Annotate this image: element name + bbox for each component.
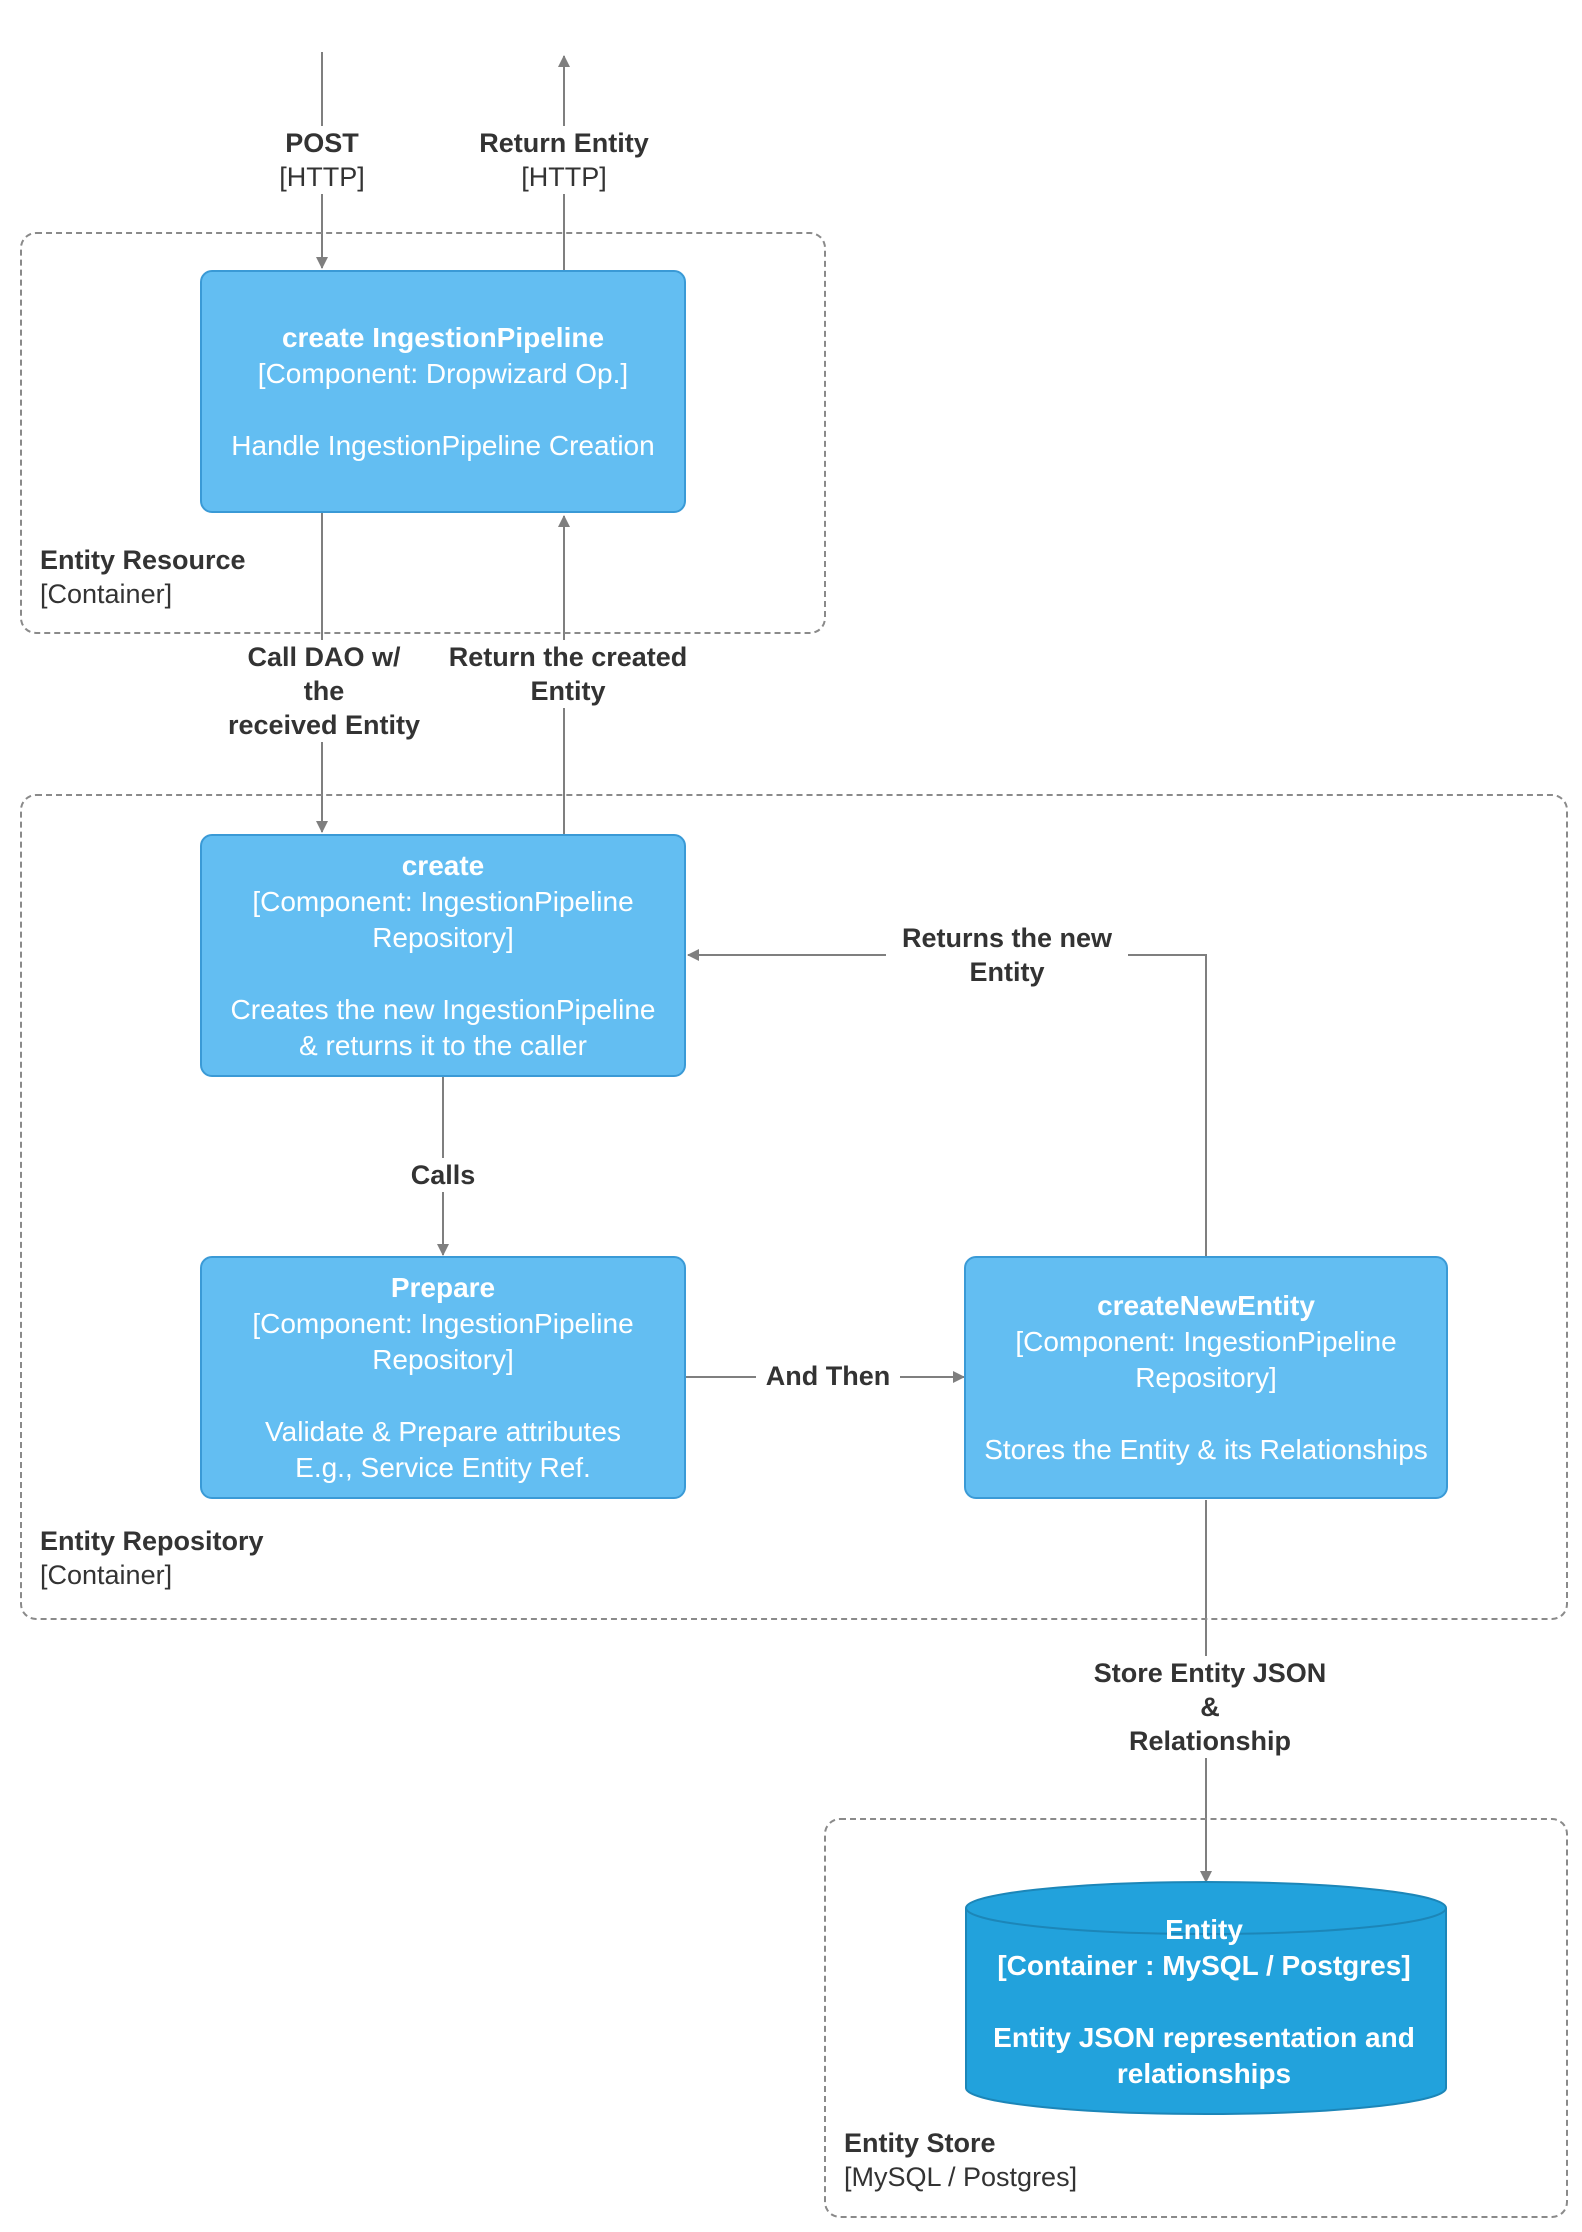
entity-database-shape [965, 1881, 1447, 2115]
returns-new-arrow [687, 949, 1207, 1256]
entity-repository-boundary [20, 794, 1568, 1620]
post-relation-label: POST [HTTP] [222, 126, 422, 194]
entity-resource-label: Entity Resource [Container] [40, 545, 246, 609]
entity-database[interactable]: Entity [Container : MySQL / Postgres] En… [993, 1914, 1415, 2089]
return-entity-relation-label: Return Entity [HTTP] [454, 126, 674, 194]
call-dao-relation-label: Call DAO w/ the received Entity [206, 640, 442, 742]
store-json-relation-label: Store Entity JSON & Relationship [1076, 1656, 1344, 1758]
create-new-entity-component[interactable]: createNewEntity [Component: IngestionPip… [964, 1256, 1448, 1499]
create-component[interactable]: create [Component: IngestionPipeline Rep… [200, 834, 686, 1077]
entity-resource-boundary [20, 232, 826, 634]
entity-store-label: Entity Store [MySQL / Postgres] [844, 2128, 1078, 2192]
returns-new-relation-label: Returns the new Entity [886, 921, 1128, 989]
and-then-relation-label: And Then [756, 1359, 900, 1393]
calls-relation-label: Calls [395, 1158, 491, 1192]
prepare-component[interactable]: Prepare [Component: IngestionPipeline Re… [200, 1256, 686, 1499]
return-created-relation-label: Return the created Entity [432, 640, 704, 708]
create-ingestion-pipeline-component[interactable]: create IngestionPipeline [Component: Dro… [200, 270, 686, 513]
entity-store-boundary [824, 1818, 1568, 2218]
entity-repository-label: Entity Repository [Container] [40, 1526, 264, 1590]
